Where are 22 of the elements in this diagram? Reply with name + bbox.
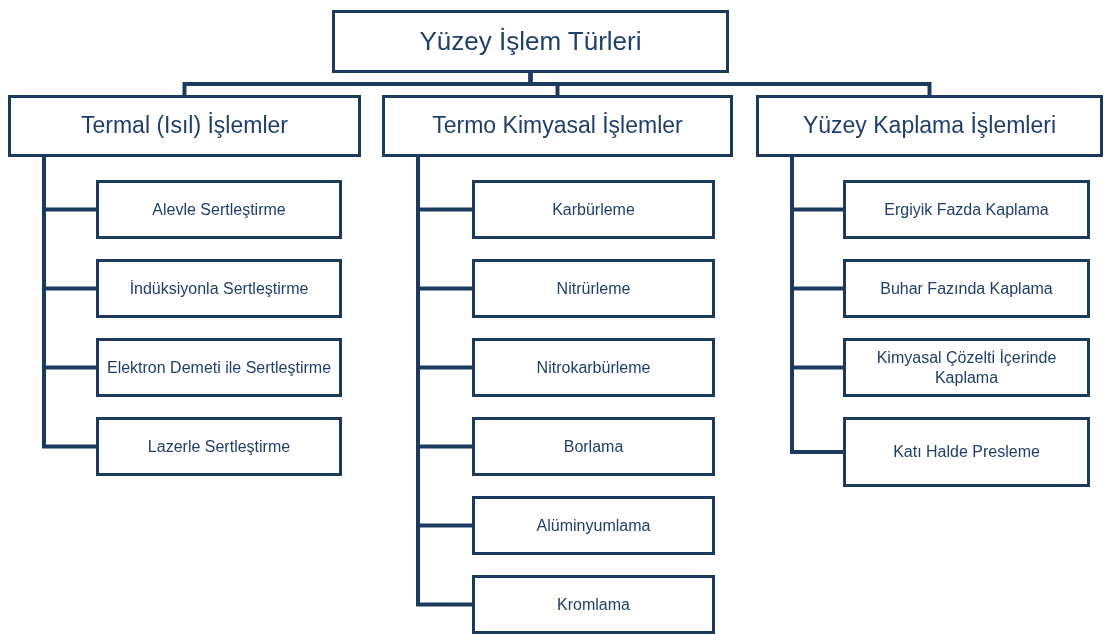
process-box: Lazerle Sertleştirme [96, 417, 342, 476]
process-box: Alevle Sertleştirme [96, 180, 342, 239]
process-box: Nitrürleme [472, 259, 715, 318]
root-box: Yüzey İşlem Türleri [332, 10, 729, 73]
process-box: İndüksiyonla Sertleştirme [96, 259, 342, 318]
process-box: Katı Halde Presleme [843, 417, 1090, 487]
process-box: Buhar Fazında Kaplama [843, 259, 1090, 318]
process-box: Kimyasal Çözelti İçerinde Kaplama [843, 338, 1090, 397]
connector-line [790, 157, 843, 454]
process-box: Elektron Demeti ile Sertleştirme [96, 338, 342, 397]
connector-line [416, 157, 472, 607]
category-box: Yüzey Kaplama İşlemleri [756, 95, 1103, 157]
process-box: Nitrokarbürleme [472, 338, 715, 397]
connector-line [528, 73, 932, 95]
category-box: Termal (Isıl) İşlemler [8, 95, 361, 157]
connector-line [42, 157, 96, 449]
process-box: Borlama [472, 417, 715, 476]
process-box: Alüminyumlama [472, 496, 715, 555]
process-box: Karbürleme [472, 180, 715, 239]
category-box: Termo Kimyasal İşlemler [382, 95, 733, 157]
process-box: Ergiyik Fazda Kaplama [843, 180, 1090, 239]
process-box: Kromlama [472, 575, 715, 634]
